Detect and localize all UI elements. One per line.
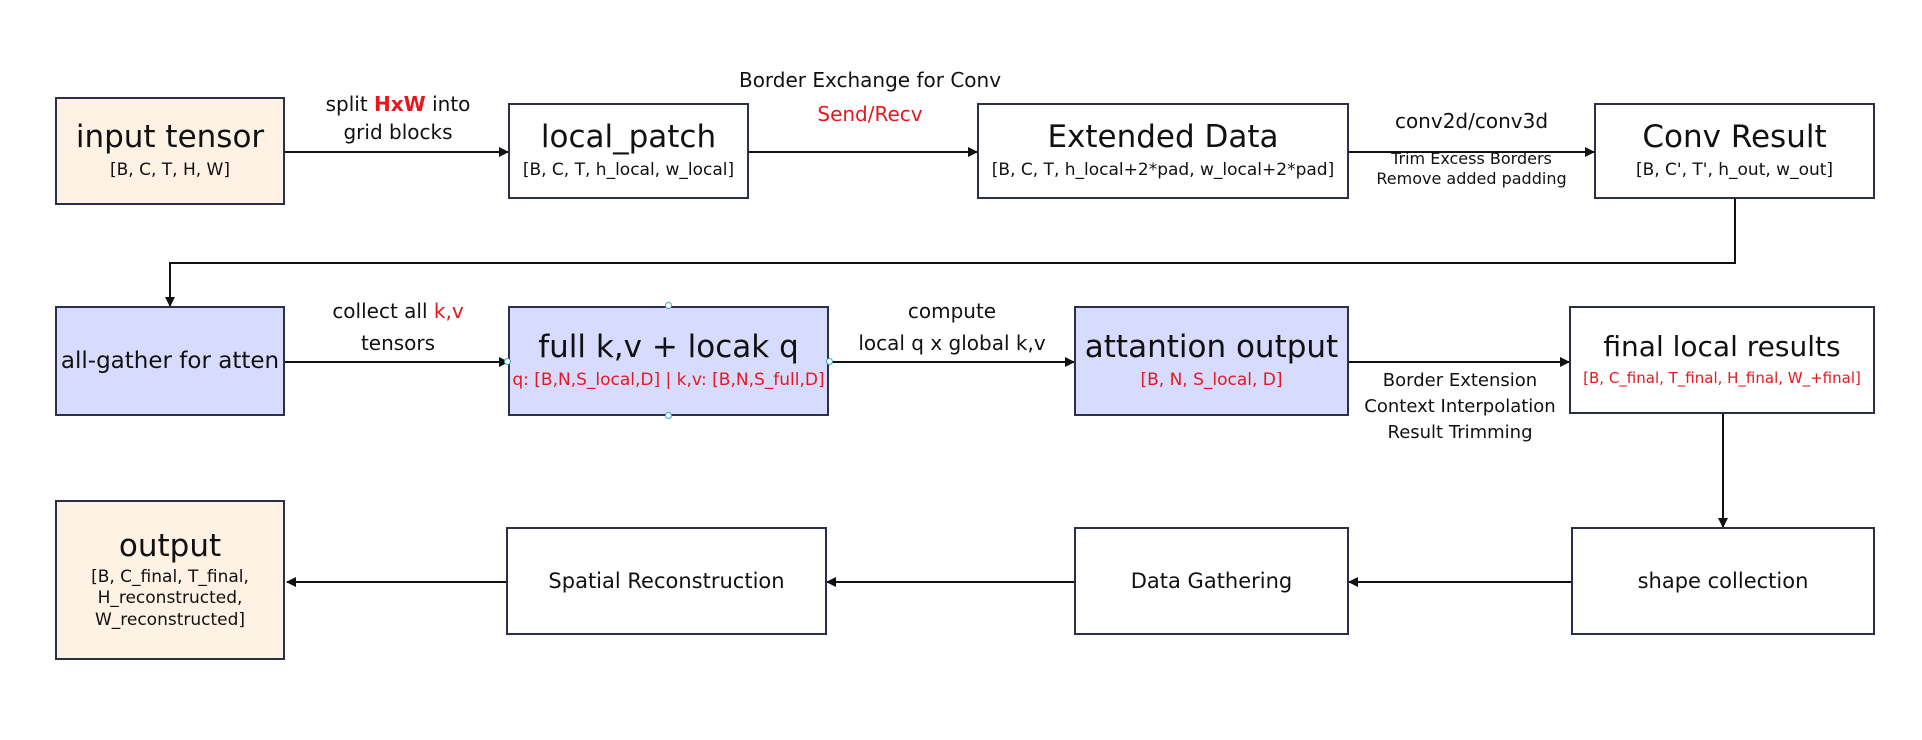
selection-handle-left[interactable] <box>504 358 511 365</box>
extended-data-node: Extended Data [B, C, T, h_local+2*pad, w… <box>977 103 1349 199</box>
selection-handle-top[interactable] <box>665 302 672 309</box>
selection-handle-right[interactable] <box>826 358 833 365</box>
conv-label-line3: Remove added padding <box>1376 169 1567 188</box>
final-local-results-title: final local results <box>1603 330 1841 364</box>
border-extension-line2: Context Interpolation <box>1364 396 1556 417</box>
attention-output-shape: [B, N, S_local, D] <box>1140 370 1283 391</box>
shape-collection-title: shape collection <box>1637 569 1809 593</box>
collect-label: collect all k,v tensors <box>286 297 510 357</box>
attention-output-node: attantion output [B, N, S_local, D] <box>1074 306 1349 416</box>
split-label-line2: grid blocks <box>343 120 453 144</box>
edge-conv-to-allgather <box>165 198 1736 307</box>
split-label-suffix: into <box>425 92 471 116</box>
border-exchange-line1: Border Exchange for Conv <box>738 68 1002 92</box>
conv-label-line1: conv2d/conv3d <box>1394 109 1549 133</box>
full-kv-title: full k,v + locak q <box>538 329 799 366</box>
local-patch-title: local_patch <box>540 119 717 156</box>
data-gathering-title: Data Gathering <box>1130 569 1293 593</box>
all-gather-node: all-gather for atten <box>55 306 285 416</box>
collect-label-prefix: collect all <box>332 299 434 323</box>
conv-result-node: Conv Result [B, C', T', h_out, w_out] <box>1594 103 1875 199</box>
conv-label-line2: Trim Excess Borders <box>1391 149 1552 168</box>
compute-label: compute local q x global k,v <box>830 297 1074 357</box>
conv-label: conv2d/conv3d Trim Excess Borders Remove… <box>1350 107 1593 189</box>
border-exchange-line2: Send/Recv <box>817 102 923 126</box>
output-shape-line-3: W_reconstructed] <box>94 609 246 630</box>
output-shape-line-2: H_reconstructed, <box>97 588 243 609</box>
selection-handle-bottom[interactable] <box>665 412 672 419</box>
collect-label-highlight: k,v <box>433 299 464 323</box>
compute-label-line1: compute <box>907 299 997 323</box>
output-node: output [B, C_final, T_final, H_reconstru… <box>55 500 285 660</box>
input-tensor-node: input tensor [B, C, T, H, W] <box>55 97 285 205</box>
split-label: split HxW into grid blocks <box>286 90 510 146</box>
local-patch-node: local_patch [B, C, T, h_local, w_local] <box>508 103 749 199</box>
full-kv-shape: q: [B,N,S_local,D] | k,v: [B,N,S_full,D] <box>512 370 825 391</box>
output-title: output <box>118 528 222 565</box>
split-label-prefix: split <box>325 92 375 116</box>
spatial-reconstruction-node: Spatial Reconstruction <box>506 527 827 635</box>
output-shape: [B, C_final, T_final, H_reconstructed, W… <box>91 567 249 631</box>
compute-label-line2: local q x global k,v <box>858 331 1046 355</box>
output-shape-line-1: [B, C_final, T_final, <box>91 567 249 588</box>
border-extension-line1: Border Extension <box>1382 370 1538 391</box>
conv-result-shape: [B, C', T', h_out, w_out] <box>1635 160 1834 181</box>
extended-data-shape: [B, C, T, h_local+2*pad, w_local+2*pad] <box>991 160 1335 181</box>
attention-output-title: attantion output <box>1084 329 1339 366</box>
data-gathering-node: Data Gathering <box>1074 527 1349 635</box>
all-gather-title: all-gather for atten <box>60 348 280 374</box>
split-label-highlight: HxW <box>374 92 426 116</box>
full-kv-node: full k,v + locak q q: [B,N,S_local,D] | … <box>508 306 829 416</box>
conv-result-title: Conv Result <box>1642 119 1827 156</box>
input-tensor-shape: [B, C, T, H, W] <box>109 160 230 181</box>
border-extension-label: Border Extension Context Interpolation R… <box>1352 368 1568 446</box>
border-extension-line3: Result Trimming <box>1387 422 1533 443</box>
collect-label-line2: tensors <box>360 331 436 355</box>
shape-collection-node: shape collection <box>1571 527 1875 635</box>
extended-data-title: Extended Data <box>1047 119 1279 156</box>
final-local-results-node: final local results [B, C_final, T_final… <box>1569 306 1875 414</box>
final-local-results-shape: [B, C_final, T_final, H_final, W_+final] <box>1583 369 1861 388</box>
input-tensor-title: input tensor <box>75 119 265 156</box>
spatial-reconstruction-title: Spatial Reconstruction <box>548 569 785 593</box>
local-patch-shape: [B, C, T, h_local, w_local] <box>522 160 735 181</box>
border-exchange-label: Border Exchange for Conv Send/Recv <box>700 66 1040 128</box>
